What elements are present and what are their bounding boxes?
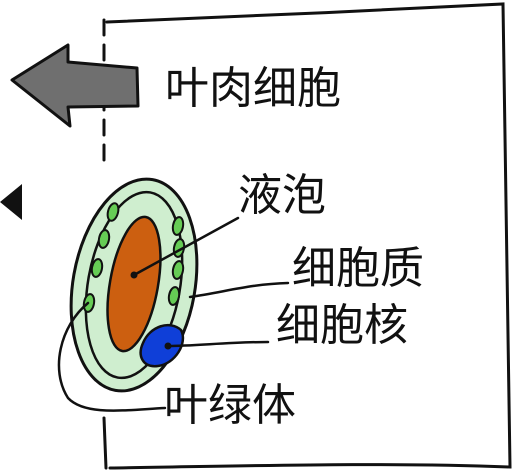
chloroplast [97, 229, 111, 249]
chloroplast [106, 202, 120, 222]
vacuole-label: 液泡 [238, 170, 326, 221]
nucleus-leader [166, 340, 270, 348]
chloroplast [90, 258, 104, 278]
cytoplasm-label: 细胞质 [292, 243, 424, 294]
chloroplast [167, 286, 181, 306]
cytoplasm-leader [188, 281, 290, 299]
vacuole-leader [132, 216, 240, 277]
fold-line-lower [102, 416, 108, 470]
chloroplast-leader [57, 301, 167, 412]
chloroplast-label: 叶绿体 [164, 380, 296, 431]
vacuole-pointer-dot [130, 271, 138, 279]
nucleus-label: 细胞核 [276, 300, 408, 351]
vacuole [106, 215, 162, 353]
chloroplast [171, 260, 185, 280]
nucleus [139, 323, 184, 368]
page-frame [105, 2, 512, 470]
left-triangle-icon[interactable] [0, 184, 22, 220]
diagram-title: 叶肉细胞 [165, 63, 341, 114]
left-arrow-icon[interactable] [10, 43, 140, 128]
chloroplast [171, 216, 185, 236]
nucleus-pointer-dot [164, 342, 172, 350]
